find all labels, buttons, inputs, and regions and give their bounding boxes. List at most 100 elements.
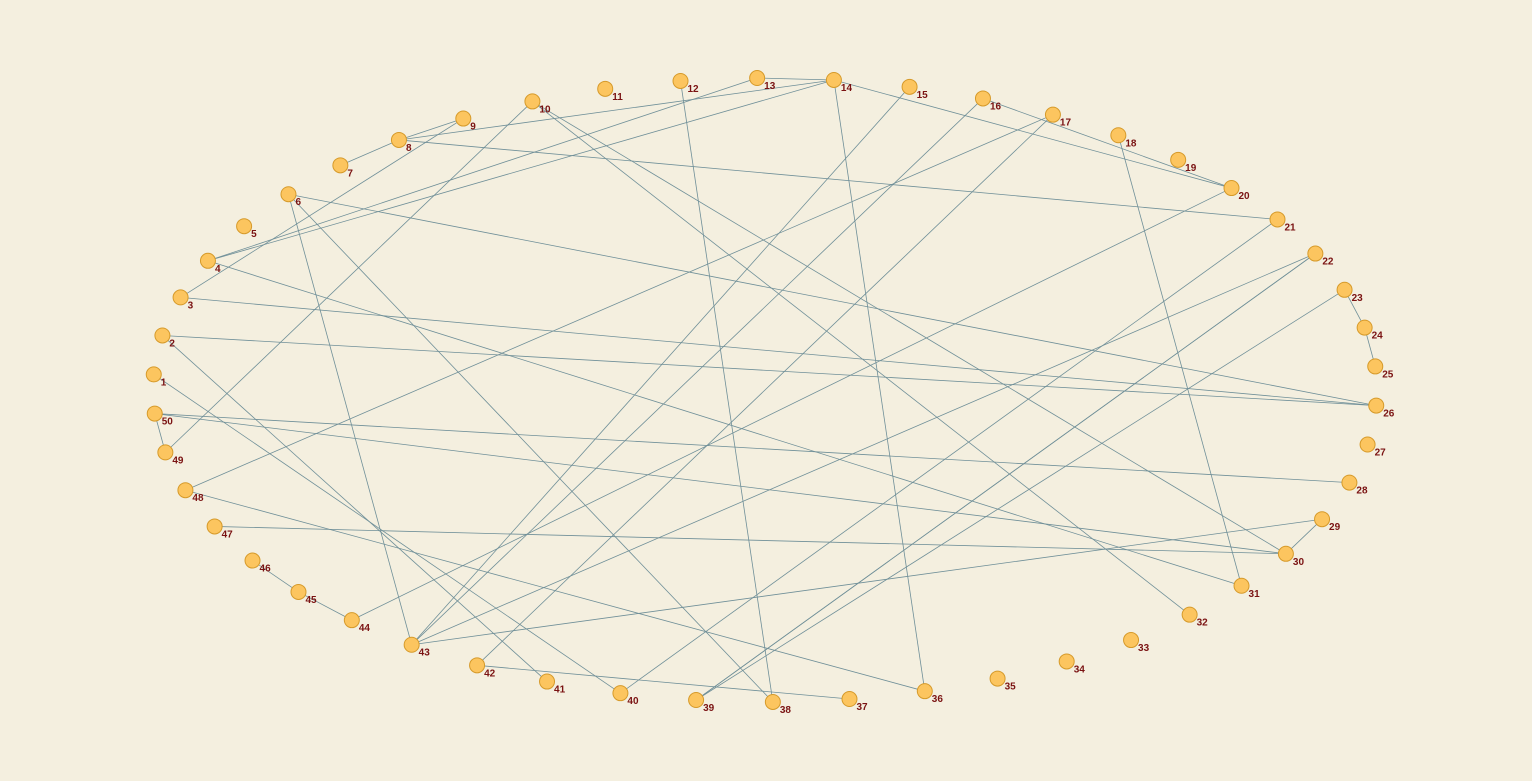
node-circle[interactable] [612, 685, 629, 702]
node-circle[interactable] [974, 90, 991, 107]
node-circle[interactable] [841, 691, 858, 708]
node-circle[interactable] [199, 252, 216, 269]
node-2[interactable]: 2 [154, 327, 176, 350]
node-18[interactable]: 18 [1110, 127, 1137, 150]
node-42[interactable]: 42 [469, 657, 496, 680]
node-47[interactable]: 47 [206, 518, 233, 541]
node-28[interactable]: 28 [1341, 474, 1368, 497]
node-circle[interactable] [469, 657, 486, 674]
node-circle[interactable] [1277, 545, 1294, 562]
node-45[interactable]: 45 [290, 583, 317, 606]
node-circle[interactable] [672, 72, 689, 89]
node-circle[interactable] [524, 93, 541, 110]
node-14[interactable]: 14 [825, 71, 852, 94]
node-circle[interactable] [1341, 474, 1358, 491]
node-circle[interactable] [206, 518, 223, 535]
node-16[interactable]: 16 [974, 90, 1002, 113]
node-25[interactable]: 25 [1367, 358, 1394, 381]
node-7[interactable]: 7 [332, 157, 354, 180]
node-circle[interactable] [1269, 211, 1286, 228]
node-48[interactable]: 48 [177, 482, 204, 505]
node-circle[interactable] [749, 70, 766, 87]
node-15[interactable]: 15 [901, 78, 928, 101]
node-circle[interactable] [764, 693, 781, 710]
node-26[interactable]: 26 [1368, 397, 1395, 420]
node-circle[interactable] [1110, 127, 1127, 144]
node-34[interactable]: 34 [1058, 653, 1085, 676]
node-circle[interactable] [1233, 577, 1250, 594]
node-35[interactable]: 35 [989, 670, 1016, 693]
node-8[interactable]: 8 [390, 131, 412, 154]
node-32[interactable]: 32 [1181, 606, 1208, 629]
node-circle[interactable] [1359, 436, 1376, 453]
node-38[interactable]: 38 [764, 693, 791, 716]
node-circle[interactable] [280, 186, 297, 203]
node-4[interactable]: 4 [199, 252, 221, 275]
node-21[interactable]: 21 [1269, 211, 1296, 234]
node-49[interactable]: 49 [157, 444, 184, 467]
node-10[interactable]: 10 [524, 93, 551, 116]
node-circle[interactable] [1307, 245, 1324, 262]
node-circle[interactable] [1368, 397, 1385, 414]
node-1[interactable]: 1 [145, 366, 167, 389]
node-3[interactable]: 3 [172, 289, 194, 312]
node-circle[interactable] [597, 80, 614, 97]
node-27[interactable]: 27 [1359, 436, 1386, 459]
node-11[interactable]: 11 [597, 80, 624, 103]
node-circle[interactable] [1314, 511, 1331, 528]
node-20[interactable]: 20 [1223, 180, 1250, 203]
node-circle[interactable] [916, 683, 933, 700]
node-circle[interactable] [1367, 358, 1384, 375]
node-circle[interactable] [1181, 606, 1198, 623]
node-6[interactable]: 6 [280, 186, 302, 209]
node-circle[interactable] [172, 289, 189, 306]
node-17[interactable]: 17 [1044, 106, 1071, 129]
node-circle[interactable] [154, 327, 171, 344]
node-circle[interactable] [989, 670, 1006, 687]
node-12[interactable]: 12 [672, 72, 699, 95]
node-circle[interactable] [1123, 632, 1140, 649]
node-circle[interactable] [332, 157, 349, 174]
node-circle[interactable] [244, 552, 261, 569]
node-23[interactable]: 23 [1336, 281, 1363, 304]
node-33[interactable]: 33 [1123, 632, 1150, 655]
node-circle[interactable] [539, 673, 556, 690]
node-31[interactable]: 31 [1233, 577, 1260, 600]
node-circle[interactable] [901, 78, 918, 95]
node-24[interactable]: 24 [1356, 319, 1383, 342]
node-circle[interactable] [688, 692, 705, 709]
node-29[interactable]: 29 [1314, 511, 1341, 534]
node-circle[interactable] [403, 636, 420, 653]
node-41[interactable]: 41 [539, 673, 566, 696]
node-circle[interactable] [1356, 319, 1373, 336]
node-5[interactable]: 5 [236, 218, 258, 241]
node-circle[interactable] [390, 131, 407, 148]
node-50[interactable]: 50 [146, 405, 173, 428]
node-circle[interactable] [145, 366, 162, 383]
node-circle[interactable] [1336, 281, 1353, 298]
node-circle[interactable] [825, 71, 842, 88]
node-22[interactable]: 22 [1307, 245, 1334, 268]
node-9[interactable]: 9 [455, 110, 477, 133]
node-40[interactable]: 40 [612, 685, 639, 708]
node-circle[interactable] [157, 444, 174, 461]
node-19[interactable]: 19 [1170, 151, 1197, 174]
node-circle[interactable] [236, 218, 253, 235]
node-circle[interactable] [343, 612, 360, 629]
node-30[interactable]: 30 [1277, 545, 1304, 568]
node-circle[interactable] [1170, 151, 1187, 168]
node-circle[interactable] [290, 583, 307, 600]
node-44[interactable]: 44 [343, 612, 370, 635]
node-circle[interactable] [1223, 180, 1240, 197]
node-37[interactable]: 37 [841, 691, 868, 714]
node-circle[interactable] [1044, 106, 1061, 123]
node-39[interactable]: 39 [688, 692, 715, 715]
node-circle[interactable] [146, 405, 163, 422]
node-43[interactable]: 43 [403, 636, 430, 659]
node-circle[interactable] [455, 110, 472, 127]
node-circle[interactable] [1058, 653, 1075, 670]
node-circle[interactable] [177, 482, 194, 499]
node-36[interactable]: 36 [916, 683, 943, 706]
node-46[interactable]: 46 [244, 552, 271, 575]
node-13[interactable]: 13 [749, 70, 776, 93]
